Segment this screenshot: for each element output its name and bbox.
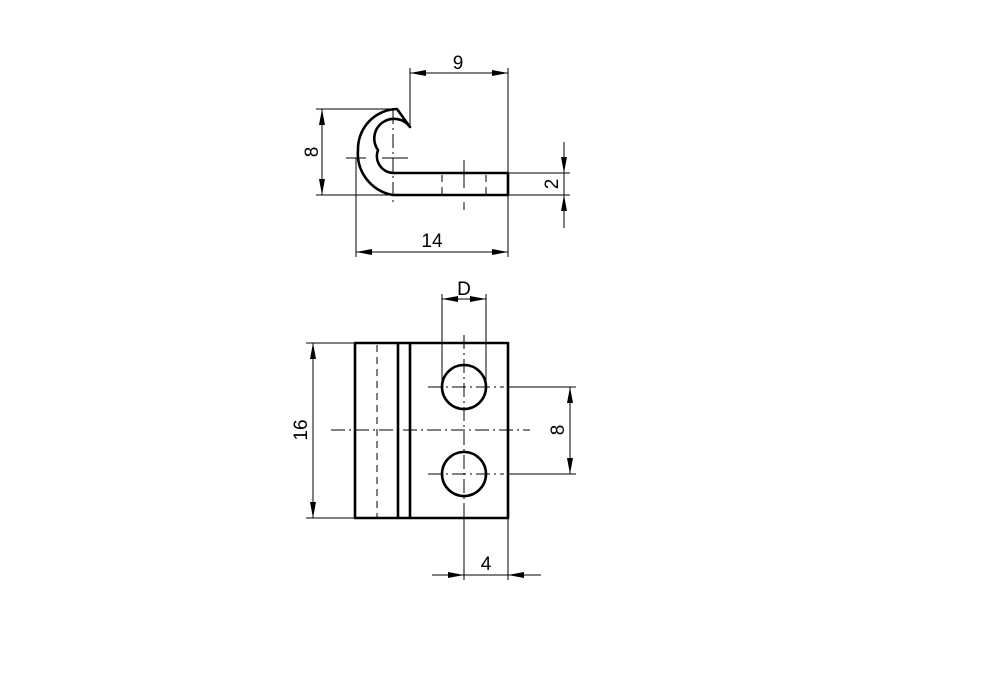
top-view: 9 8 14 2	[302, 53, 570, 257]
dimension-label: 8	[302, 147, 323, 158]
front-view: D 16 8 4	[291, 279, 576, 580]
dimension-4: 4	[432, 518, 541, 580]
dimension-label: 16	[291, 419, 312, 440]
dimension-label: D	[457, 279, 471, 300]
dimension-label: 4	[481, 554, 492, 575]
dimension-label: 8	[548, 425, 569, 436]
dimension-9: 9	[409, 53, 509, 173]
dimension-D: D	[441, 279, 487, 387]
hook-profile-outline	[356, 107, 510, 197]
dimension-16: 16	[291, 342, 355, 519]
dimension-14: 14	[355, 158, 509, 257]
dimension-label: 14	[421, 231, 443, 252]
dimension-8-hook-height: 8	[302, 108, 397, 196]
dimension-label: 2	[542, 179, 563, 190]
dimension-8-hole-spacing: 8	[508, 386, 576, 475]
dimension-2-thickness: 2	[508, 142, 570, 228]
dimension-label: 9	[453, 53, 464, 74]
